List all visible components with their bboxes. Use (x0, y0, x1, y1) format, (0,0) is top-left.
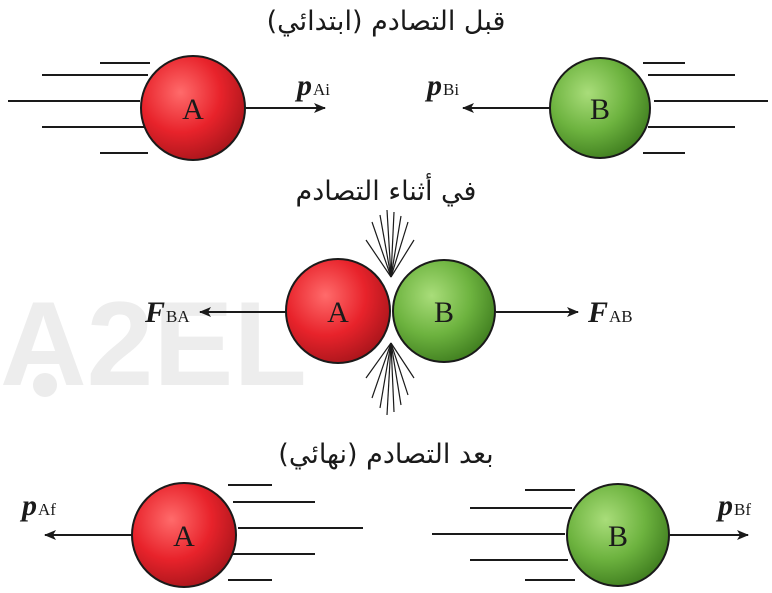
motion-lines-after-a (228, 484, 363, 581)
ball-a-after-label: A (173, 520, 195, 553)
momentum-label-a-final: pAf (19, 489, 56, 522)
ball-b-before-label: B (590, 93, 610, 126)
ball-b-after (566, 483, 670, 587)
ball-a-during-label: A (327, 296, 349, 329)
momentum-label-b-initial: pBi (424, 69, 459, 102)
stage-before: قبل التصادم (ابتدائي) A pAi pBi B (8, 6, 768, 161)
ball-b-during-label: B (434, 296, 454, 329)
ball-a-before-label: A (182, 93, 204, 126)
force-label-ab: FAB (587, 296, 633, 329)
ball-a-during (285, 258, 391, 364)
stage-before-title: قبل التصادم (ابتدائي) (267, 6, 506, 37)
stage-during: في أثناء التصادم FBA A B FAB (144, 172, 633, 416)
momentum-label-b-final: pBf (715, 489, 751, 522)
motion-lines-after-b (432, 489, 575, 581)
stage-during-title: في أثناء التصادم (296, 172, 477, 207)
impact-burst-top (365, 209, 415, 278)
impact-burst-bottom (365, 342, 415, 416)
ball-a-before (140, 55, 246, 161)
motion-lines-before-b (643, 62, 768, 154)
ball-b-before (549, 57, 651, 159)
force-label-ba: FBA (144, 296, 190, 329)
ball-a-after (131, 482, 237, 588)
ball-b-during (392, 259, 496, 363)
motion-lines-before-a (8, 62, 150, 154)
momentum-label-a-initial: pAi (294, 69, 330, 102)
ball-b-after-label: B (608, 520, 628, 553)
stage-after: بعد التصادم (نهائي) pAf A B pBf (19, 439, 751, 588)
stage-after-title: بعد التصادم (نهائي) (278, 439, 493, 470)
watermark-dot (33, 373, 57, 397)
